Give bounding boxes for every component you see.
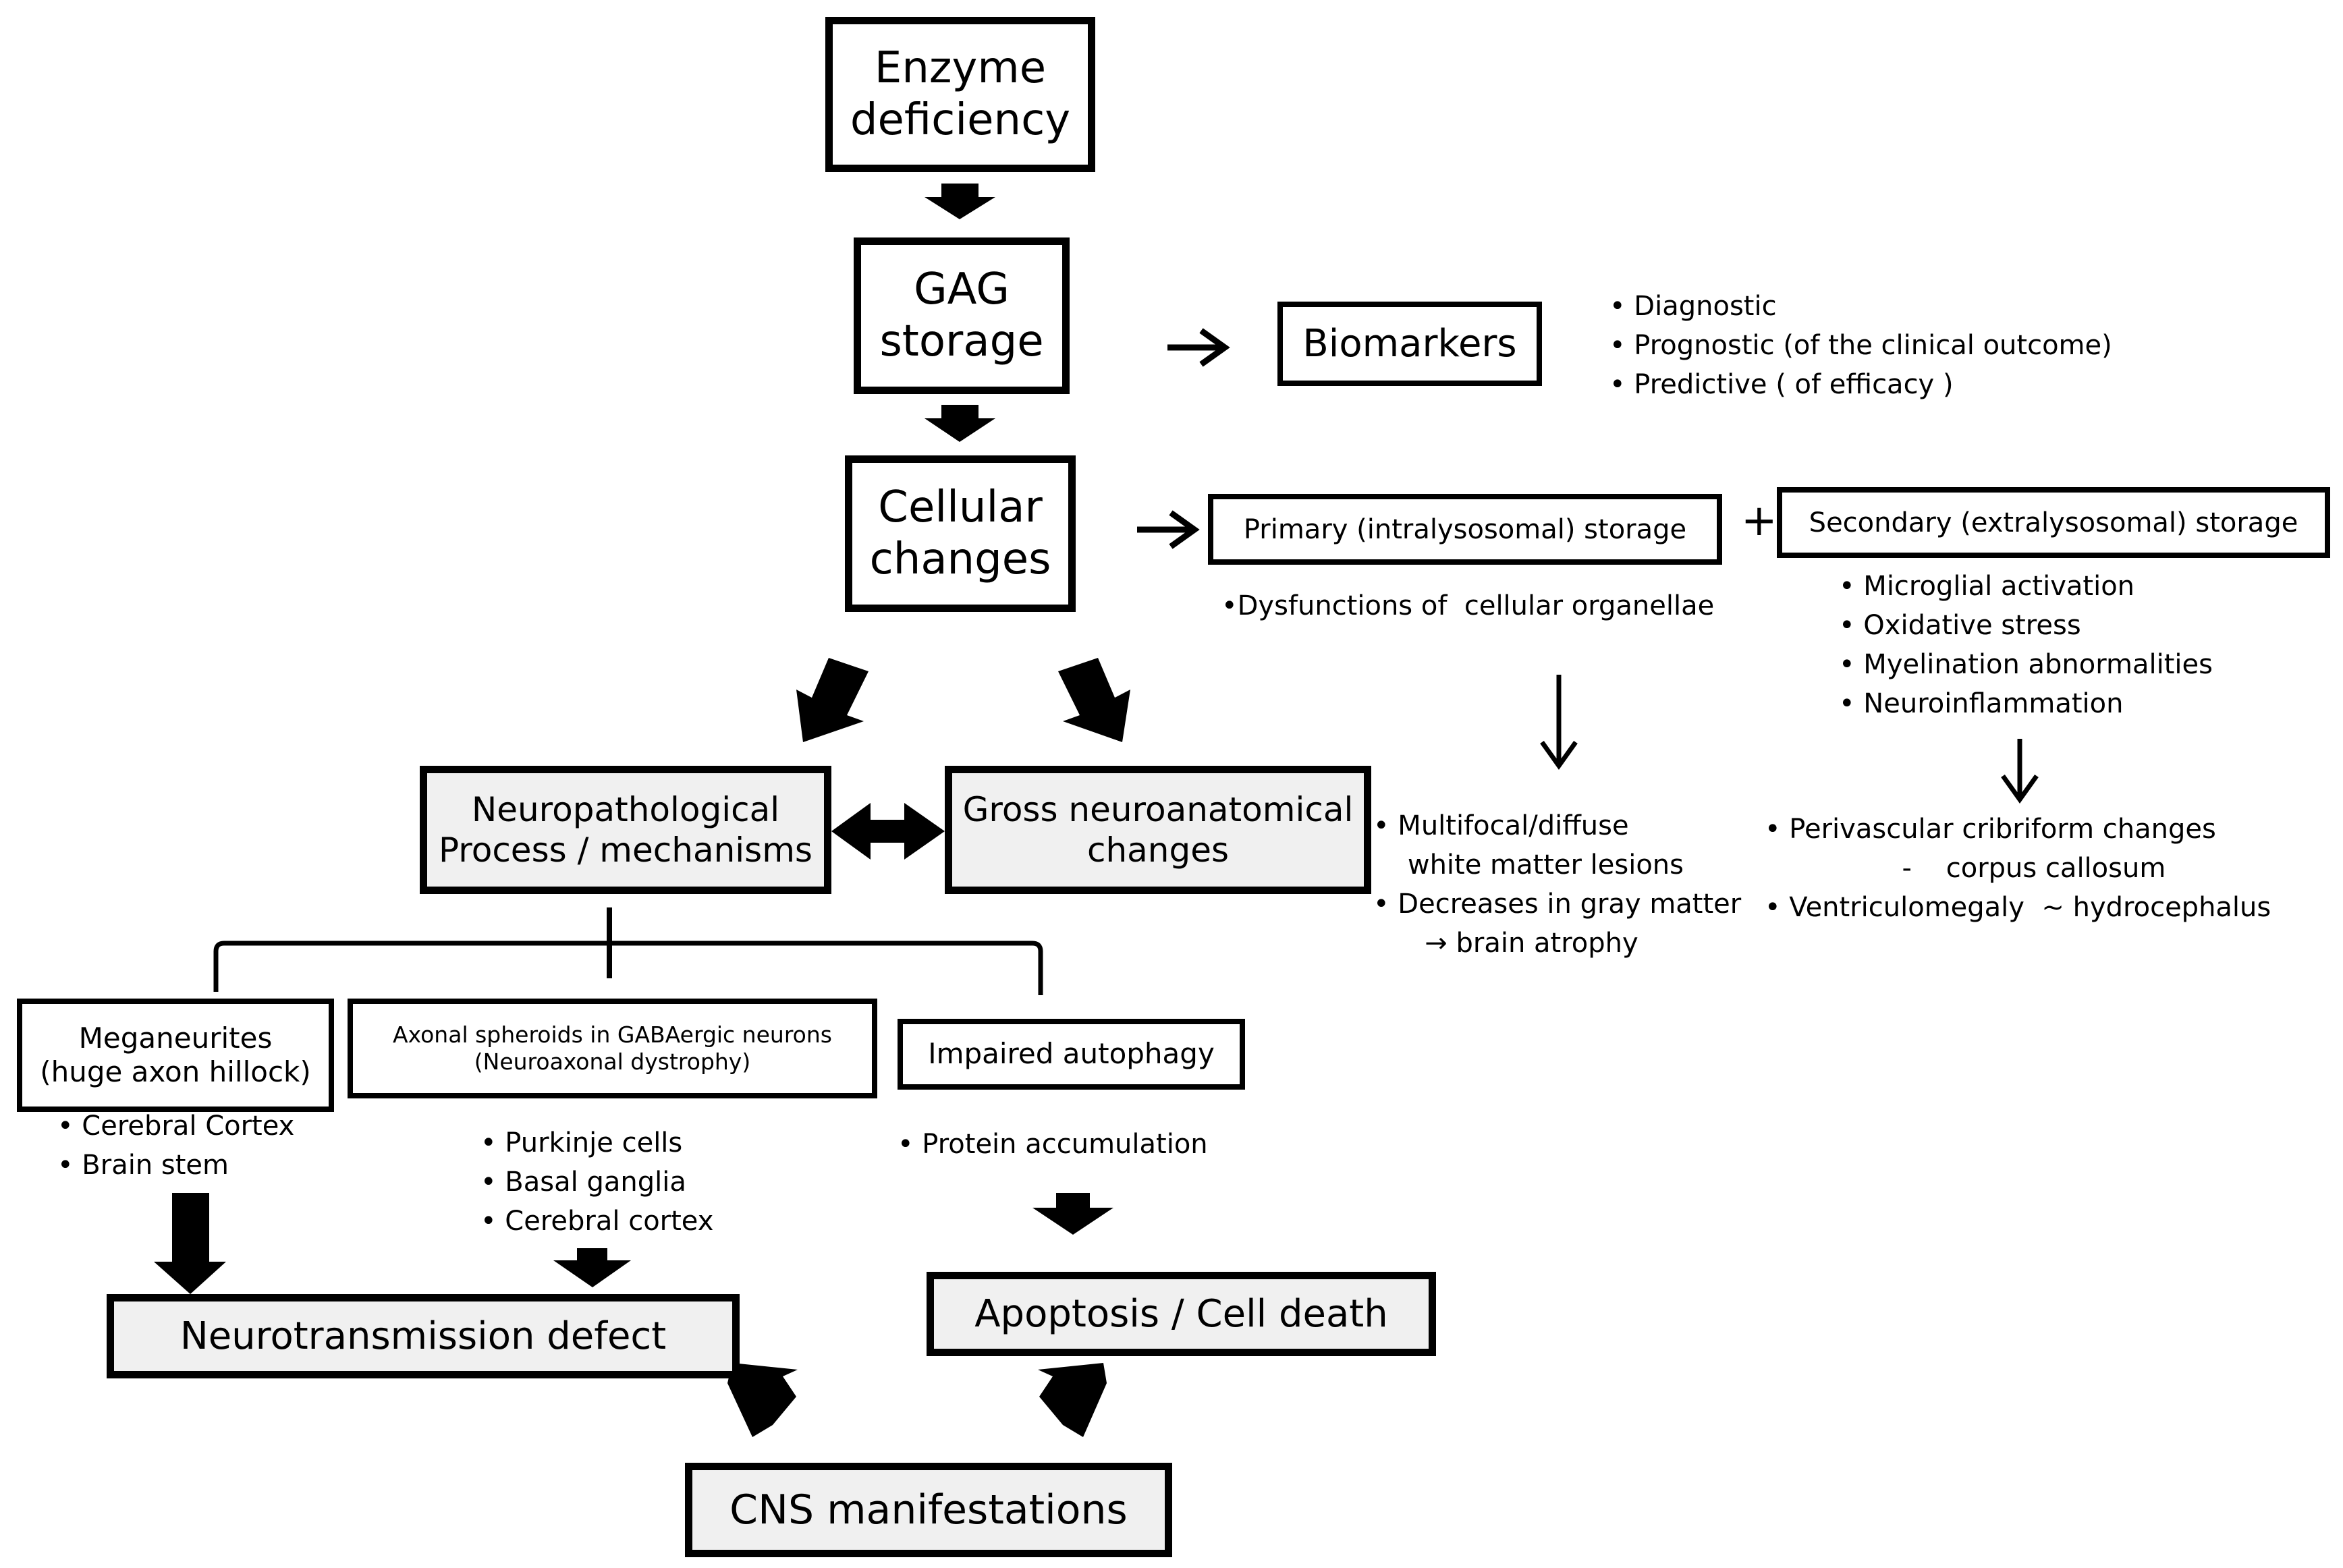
- list-item: • Brain stem: [57, 1150, 229, 1181]
- list-item: • Microglial activation: [1839, 571, 2135, 602]
- secondary-storage-box: Secondary (extralysosomal) storage: [1777, 487, 2330, 558]
- list-item: • Myelination abnormalities: [1839, 649, 2213, 680]
- gross-neuroanatomical-box: Gross neuroanatomical changes: [945, 766, 1371, 894]
- axonal-spheroids-box: Axonal spheroids in GABAergic neurons (N…: [348, 999, 877, 1098]
- list-item: • Protein accumulation: [898, 1129, 1208, 1160]
- biomarkers-list: • Diagnostic • Prognostic (of the clinic…: [1609, 287, 2112, 404]
- secondary-storage-list: • Microglial activation • Oxidative stre…: [1839, 567, 2213, 723]
- list-item: • Diagnostic: [1609, 291, 1777, 322]
- arrow-neurotransmission-to-cns: [727, 1363, 798, 1437]
- primary-storage-box: Primary (intralysosomal) storage: [1208, 494, 1722, 565]
- plus-sign: +: [1741, 496, 1777, 546]
- arrow-cellular-to-neuropath: [796, 658, 869, 742]
- list-item: • Basal ganglia: [480, 1167, 686, 1198]
- autophagy-list: • Protein accumulation: [898, 1125, 1208, 1163]
- arrow-axonal-to-neurotransmission: [553, 1248, 631, 1287]
- neuropathological-box: Neuropathological Process / mechanisms: [420, 766, 831, 894]
- arrow-neuropath-gross-bidirectional: [831, 803, 945, 860]
- gross-changes-list: • Multifocal/diffuse white matter lesion…: [1373, 806, 1741, 963]
- enzyme-deficiency-box: Enzyme deficiency: [825, 17, 1095, 172]
- cellular-changes-box: Cellular changes: [845, 455, 1076, 612]
- list-item: • Prognostic (of the clinical outcome): [1609, 330, 2112, 361]
- arrow-apoptosis-to-cns: [1038, 1363, 1107, 1437]
- list-item: • Oxidative stress: [1839, 610, 2081, 641]
- arrow-gag-to-cellular: [925, 405, 995, 442]
- list-item: • Decreases in gray matter: [1373, 889, 1742, 920]
- list-item: white matter lesions: [1373, 849, 1684, 880]
- list-item: → brain atrophy: [1373, 928, 1638, 959]
- list-item: - corpus callosum: [1765, 853, 2166, 884]
- branch-bar: [213, 941, 1043, 995]
- impaired-autophagy-box: Impaired autophagy: [898, 1019, 1245, 1090]
- list-item: • Predictive ( of efficacy ): [1609, 369, 1954, 400]
- list-item: • Ventriculomegaly ~ hydrocephalus: [1765, 892, 2271, 923]
- biomarkers-box: Biomarkers: [1277, 302, 1542, 386]
- secondary-effects-list: • Perivascular cribriform changes - corp…: [1765, 810, 2271, 927]
- arrow-cellular-to-gross: [1058, 658, 1130, 742]
- cns-manifestations-box: CNS manifestations: [685, 1463, 1172, 1557]
- list-item: • Cerebral cortex: [480, 1206, 714, 1237]
- arrow-enzyme-to-gag: [925, 184, 995, 219]
- primary-storage-list: •Dysfunctions of cellular organellae: [1221, 587, 1714, 625]
- list-item: • Purkinje cells: [480, 1127, 683, 1158]
- list-item: • Cerebral Cortex: [57, 1111, 295, 1142]
- apoptosis-box: Apoptosis / Cell death: [927, 1272, 1436, 1356]
- meganeurites-box: Meganeurites (huge axon hillock): [17, 999, 334, 1112]
- list-item: • Perivascular cribriform changes: [1765, 814, 2216, 845]
- gag-storage-box: GAG storage: [854, 237, 1070, 394]
- neurotransmission-defect-box: Neurotransmission defect: [107, 1294, 740, 1378]
- list-item: • Multifocal/diffuse: [1373, 810, 1629, 841]
- list-item: •Dysfunctions of cellular organellae: [1221, 590, 1715, 621]
- meganeurites-list: • Cerebral Cortex • Brain stem: [57, 1107, 294, 1185]
- arrow-autophagy-to-apoptosis: [1032, 1193, 1113, 1235]
- list-item: • Neuroinflammation: [1839, 688, 2124, 719]
- arrow-meganeurites-to-neurotransmission: [154, 1193, 226, 1294]
- axonal-spheroids-list: • Purkinje cells • Basal ganglia • Cereb…: [480, 1123, 713, 1241]
